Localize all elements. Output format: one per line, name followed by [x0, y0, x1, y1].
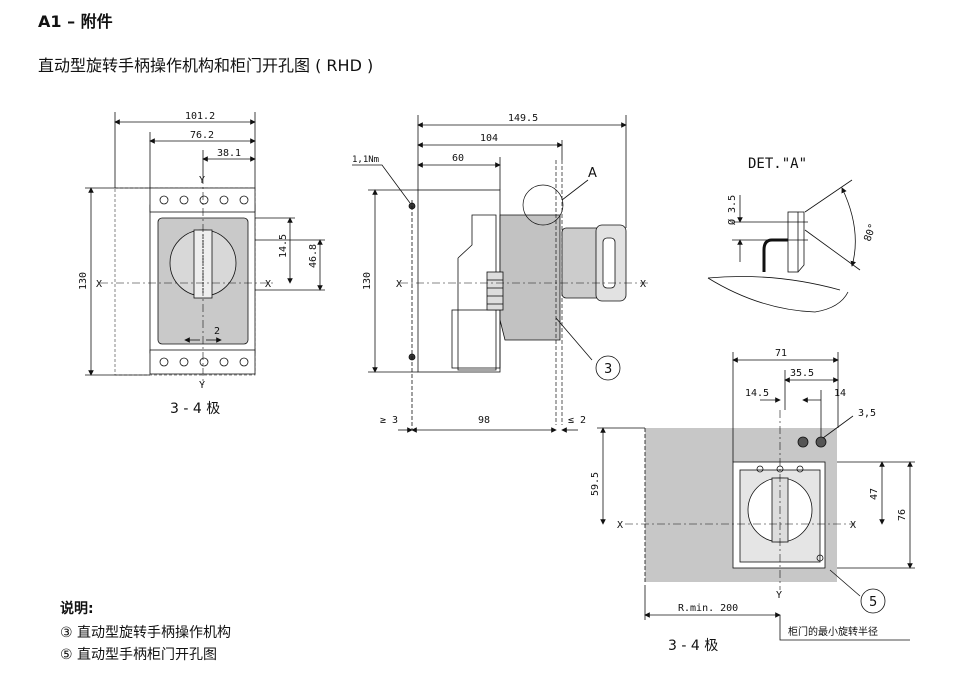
side-axis-x-left: X	[396, 279, 402, 290]
dim-104: 104	[480, 133, 498, 144]
dim-front-130: 130	[78, 272, 89, 290]
dim-76: 76	[897, 509, 908, 521]
dim-le2: ≤ 2	[568, 415, 586, 426]
page-subtitle: 直动型旋转手柄操作机构和柜门开孔图 ( RHD )	[38, 56, 374, 75]
door-caption: 3 - 4 极	[668, 638, 718, 654]
detail-title: DET."A"	[748, 156, 807, 172]
dim-47: 47	[869, 488, 880, 500]
dim-46-8: 46.8	[308, 244, 319, 268]
front-caption: 3 - 4 极	[170, 401, 220, 417]
dim-3-5: 3,5	[858, 408, 876, 419]
door-axis-y: Y	[776, 590, 782, 601]
dim-2: 2	[214, 326, 220, 337]
dim-60: 60	[452, 153, 464, 164]
front-axis-y-bottom: Y	[199, 380, 205, 391]
dim-76-2: 76.2	[190, 130, 214, 141]
front-axis-y-top: Y	[199, 175, 205, 186]
dim-149-5: 149.5	[508, 113, 538, 124]
legend-item: ⑤ 直动型手柄柜门开孔图	[60, 647, 218, 663]
front-view	[85, 112, 325, 385]
dim-35-5: 35.5	[790, 368, 814, 379]
callout-5: 5	[869, 595, 877, 610]
dim-98: 98	[478, 415, 490, 426]
door-axis-x-left: X	[617, 520, 623, 531]
detail-dia: Ø 3.5	[726, 195, 738, 225]
detail-angle: 80°	[862, 222, 879, 243]
legend-title: 说明:	[60, 601, 94, 617]
detail-a-label: A	[588, 166, 597, 181]
dim-door-14-5: 14.5	[745, 388, 769, 399]
side-view	[352, 115, 650, 433]
dim-101-2: 101.2	[185, 111, 215, 122]
torque-label: 1,1Nm	[352, 155, 379, 165]
legend-item: ③ 直动型旋转手柄操作机构	[60, 625, 232, 641]
radius-note: 柜门的最小旋转半径	[788, 625, 878, 638]
page-title: A1 – 附件	[38, 12, 113, 31]
dim-71: 71	[775, 348, 787, 359]
dim-14: 14	[834, 388, 846, 399]
front-axis-x-left: X	[96, 279, 102, 290]
dim-38-1: 38.1	[217, 148, 241, 159]
front-axis-x-right: X	[265, 279, 271, 290]
dim-side-130: 130	[362, 272, 373, 290]
detail-a	[707, 179, 861, 313]
door-cutout-view	[597, 352, 915, 641]
door-axis-x-right: X	[850, 520, 856, 531]
dim-14-5: 14.5	[278, 234, 289, 258]
dim-r-min: R.min. 200	[678, 603, 738, 614]
dim-59-5: 59.5	[590, 472, 601, 496]
callout-3: 3	[604, 362, 612, 377]
dim-ge3: ≥ 3	[380, 415, 398, 426]
side-axis-x-right: X	[640, 279, 646, 290]
